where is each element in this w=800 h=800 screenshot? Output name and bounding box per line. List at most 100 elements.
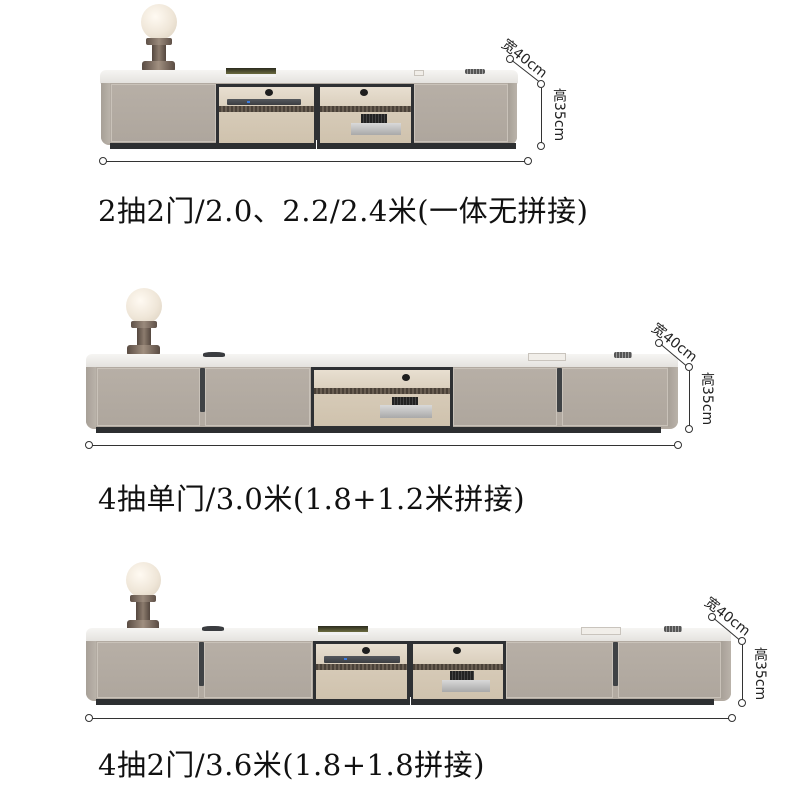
height-label: 高35cm bbox=[551, 88, 567, 142]
stacked-items bbox=[361, 114, 387, 123]
open-compartment bbox=[311, 367, 453, 429]
glass-shelf bbox=[316, 664, 407, 670]
cabinet-end-right bbox=[721, 641, 731, 699]
drawer-4 bbox=[618, 642, 721, 698]
dimension-dot bbox=[655, 339, 663, 347]
height-label: 高35cm bbox=[752, 647, 768, 701]
stacked-items bbox=[442, 680, 490, 692]
drawer-left bbox=[111, 84, 216, 142]
lamp-cap bbox=[130, 595, 156, 602]
drawer-4 bbox=[562, 368, 668, 426]
ornament-decor bbox=[465, 69, 485, 74]
cable-hole bbox=[360, 89, 368, 96]
dimension-dot bbox=[708, 613, 716, 621]
drawer-1 bbox=[97, 642, 199, 698]
dimension-dot bbox=[85, 441, 93, 449]
open-compartment-left bbox=[216, 84, 317, 148]
cabinet-end-right bbox=[508, 83, 517, 143]
plinth bbox=[110, 143, 516, 149]
lamp-globe bbox=[141, 4, 177, 40]
tray-decor bbox=[581, 627, 621, 635]
cabinet-end-left bbox=[101, 83, 110, 143]
drawer-right bbox=[414, 84, 508, 142]
height-dimension-line bbox=[541, 88, 542, 143]
open-compartment-right bbox=[410, 641, 506, 703]
stacked-items bbox=[351, 123, 401, 135]
tray-decor bbox=[414, 70, 424, 76]
height-dimension-line bbox=[689, 371, 690, 426]
drawer-handle bbox=[557, 368, 562, 412]
media-device bbox=[324, 656, 400, 663]
drawer-handle bbox=[613, 642, 618, 686]
drawer-2 bbox=[204, 642, 312, 698]
ornament-decor bbox=[614, 352, 632, 358]
dimension-dot bbox=[85, 714, 93, 722]
height-dimension-line bbox=[742, 645, 743, 699]
module-seam bbox=[316, 140, 317, 150]
lamp-stem bbox=[152, 45, 166, 62]
cable-hole bbox=[402, 374, 410, 381]
plinth bbox=[96, 699, 714, 705]
dimension-dot bbox=[685, 363, 693, 371]
stone-top-slab bbox=[86, 354, 678, 368]
dimension-dot bbox=[674, 441, 682, 449]
open-compartment-left bbox=[313, 641, 410, 703]
stacked-items bbox=[392, 397, 418, 406]
lamp-cap bbox=[146, 38, 172, 45]
dimension-dot bbox=[738, 699, 746, 707]
glass-shelf bbox=[413, 664, 503, 670]
dimension-dot bbox=[537, 80, 545, 88]
stacked-items bbox=[380, 405, 432, 418]
lamp-cap bbox=[131, 321, 157, 328]
dish-decor bbox=[203, 352, 225, 357]
lamp-stem bbox=[136, 602, 150, 621]
dimension-dot bbox=[728, 714, 736, 722]
cabinet-end-left bbox=[86, 367, 96, 427]
drawer-3 bbox=[453, 368, 557, 426]
lamp-globe bbox=[126, 562, 161, 598]
dimension-dot bbox=[685, 425, 693, 433]
module-seam bbox=[410, 697, 411, 707]
product-caption: 4抽2门/3.6米(1.8+1.8拼接) bbox=[98, 748, 485, 782]
drawer-handle bbox=[199, 642, 204, 686]
dimension-dot bbox=[506, 55, 514, 63]
drawer-3 bbox=[506, 642, 613, 698]
ornament-decor bbox=[664, 626, 682, 632]
cable-hole bbox=[453, 647, 461, 654]
glass-shelf bbox=[320, 106, 411, 112]
glass-shelf bbox=[314, 388, 450, 394]
drawer-2 bbox=[205, 368, 310, 426]
dimension-dot bbox=[537, 142, 545, 150]
glass-shelf bbox=[219, 106, 314, 112]
cabinet-end-left bbox=[86, 641, 96, 699]
drawer-1 bbox=[97, 368, 200, 426]
product-caption: 2抽2门/2.0、2.2/2.4米(一体无拼接) bbox=[98, 194, 589, 228]
height-label: 高35cm bbox=[699, 372, 715, 426]
dimension-dot bbox=[738, 637, 746, 645]
media-device bbox=[227, 99, 301, 105]
cable-hole bbox=[362, 647, 370, 654]
length-dimension-line bbox=[92, 445, 678, 446]
dimension-dot bbox=[524, 157, 532, 165]
drawer-handle bbox=[200, 368, 205, 412]
book-decor bbox=[318, 626, 368, 635]
dimension-dot bbox=[99, 157, 107, 165]
length-dimension-line bbox=[92, 718, 732, 719]
stone-top-slab bbox=[100, 70, 518, 84]
cabinet-end-right bbox=[668, 367, 678, 427]
stacked-items bbox=[450, 671, 474, 680]
lamp-base bbox=[127, 620, 159, 631]
tray-decor bbox=[528, 353, 566, 361]
lamp-base bbox=[142, 61, 175, 72]
lamp-stem bbox=[137, 328, 151, 346]
dish-decor bbox=[202, 626, 224, 631]
stone-top-slab bbox=[86, 628, 731, 642]
open-compartment-right bbox=[317, 84, 414, 148]
lamp-base bbox=[127, 345, 160, 356]
length-dimension-line bbox=[106, 161, 528, 162]
cable-hole bbox=[265, 89, 273, 96]
book-decor bbox=[226, 68, 276, 77]
product-caption: 4抽单门/3.0米(1.8+1.2米拼接) bbox=[98, 482, 526, 516]
plinth bbox=[96, 427, 661, 433]
lamp-globe bbox=[126, 288, 162, 324]
